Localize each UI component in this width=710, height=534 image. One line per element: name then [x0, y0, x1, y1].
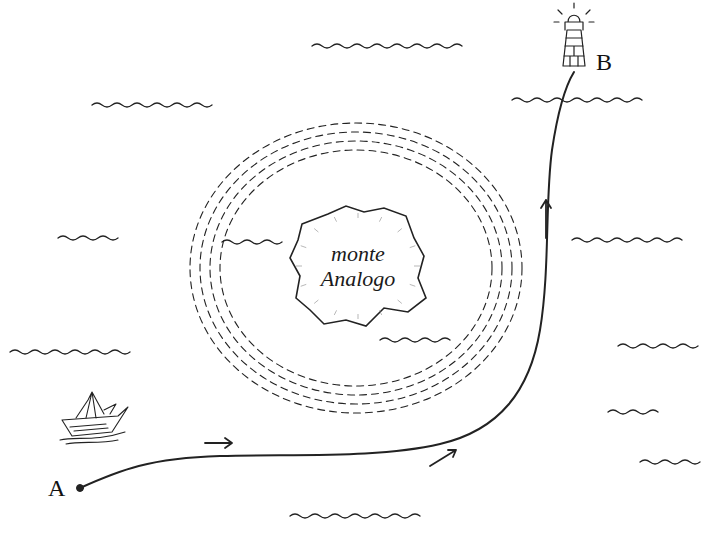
wave-stroke	[92, 103, 212, 107]
direction-arrows	[205, 200, 551, 466]
wave-stroke	[380, 338, 450, 342]
wave-stroke	[10, 350, 130, 354]
wave-stroke	[512, 98, 642, 102]
dashed-rings	[190, 123, 522, 413]
wave-stroke	[572, 238, 682, 242]
wave-stroke	[618, 344, 698, 348]
wave-stroke	[608, 410, 658, 414]
waves	[10, 44, 700, 518]
lighthouse	[554, 3, 594, 66]
island: monte Analogo	[288, 202, 428, 330]
point-label: B	[596, 50, 612, 74]
point-label: A	[48, 476, 65, 500]
island-name: monte Analogo	[310, 241, 406, 292]
wave-stroke	[58, 236, 118, 240]
wave-stroke	[290, 514, 420, 518]
route-line	[80, 72, 574, 488]
start-dot	[77, 485, 84, 492]
wave-stroke	[312, 44, 462, 48]
wave-stroke	[640, 460, 700, 464]
boat-sketch	[60, 392, 128, 444]
wave-stroke	[222, 240, 282, 244]
